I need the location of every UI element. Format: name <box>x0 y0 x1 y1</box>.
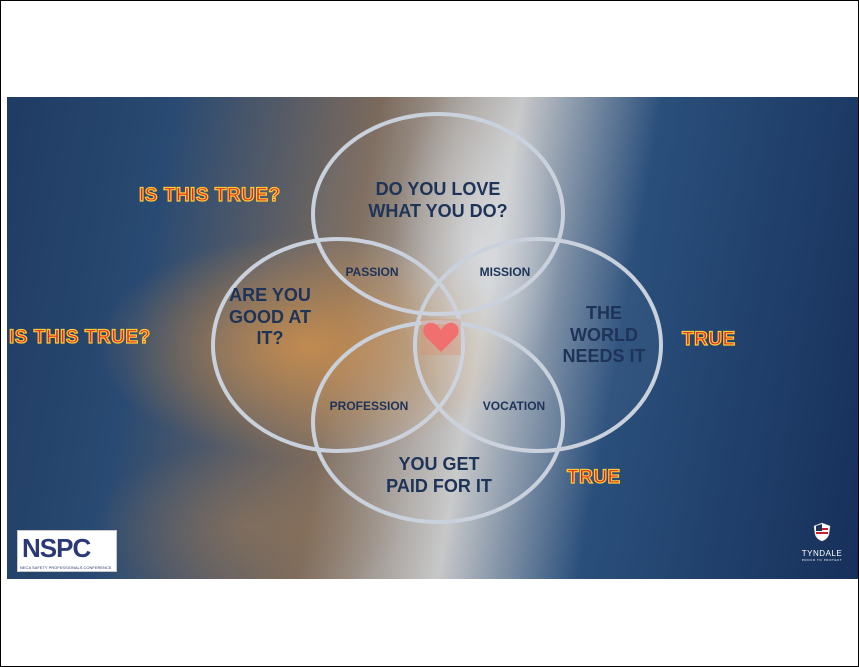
label-profession: PROFESSION <box>329 399 409 413</box>
slide-canvas: DO YOU LOVE WHAT YOU DO? ARE YOU GOOD AT… <box>7 97 858 579</box>
shield-icon <box>813 522 831 542</box>
label-mission: MISSION <box>479 265 531 279</box>
venn-circles <box>211 112 663 524</box>
label-passion: PASSION <box>345 265 399 279</box>
heart-icon <box>421 319 461 355</box>
label-good: ARE YOU GOOD AT IT? <box>229 285 311 349</box>
nspc-mark: NSPC <box>22 533 91 563</box>
label-world: THE WORLD NEEDS IT <box>562 303 646 367</box>
circle-good <box>211 237 465 453</box>
label-love: DO YOU LOVE WHAT YOU DO? <box>368 179 508 221</box>
tyndale-tagline: PROUD TO PROTECT <box>801 558 843 562</box>
circle-world <box>413 237 663 453</box>
nspc-logo: NSPC NECA SAFETY PROFESSIONALS CONFERENC… <box>17 530 117 572</box>
tyndale-logo: TYNDALE PROUD TO PROTECT <box>793 522 851 562</box>
label-paid: YOU GET PAID FOR IT <box>386 454 492 496</box>
tag-paid: TRUE <box>566 466 621 488</box>
tag-love: IS THIS TRUE? <box>138 184 281 206</box>
tag-world: TRUE <box>681 328 736 350</box>
circle-love <box>311 112 565 316</box>
tag-good: IS THIS TRUE? <box>8 326 151 348</box>
label-vocation: VOCATION <box>482 399 546 413</box>
circle-paid <box>311 320 565 524</box>
tyndale-name: TYNDALE <box>801 549 843 558</box>
nspc-subtitle: NECA SAFETY PROFESSIONALS CONFERENCE <box>20 565 112 570</box>
